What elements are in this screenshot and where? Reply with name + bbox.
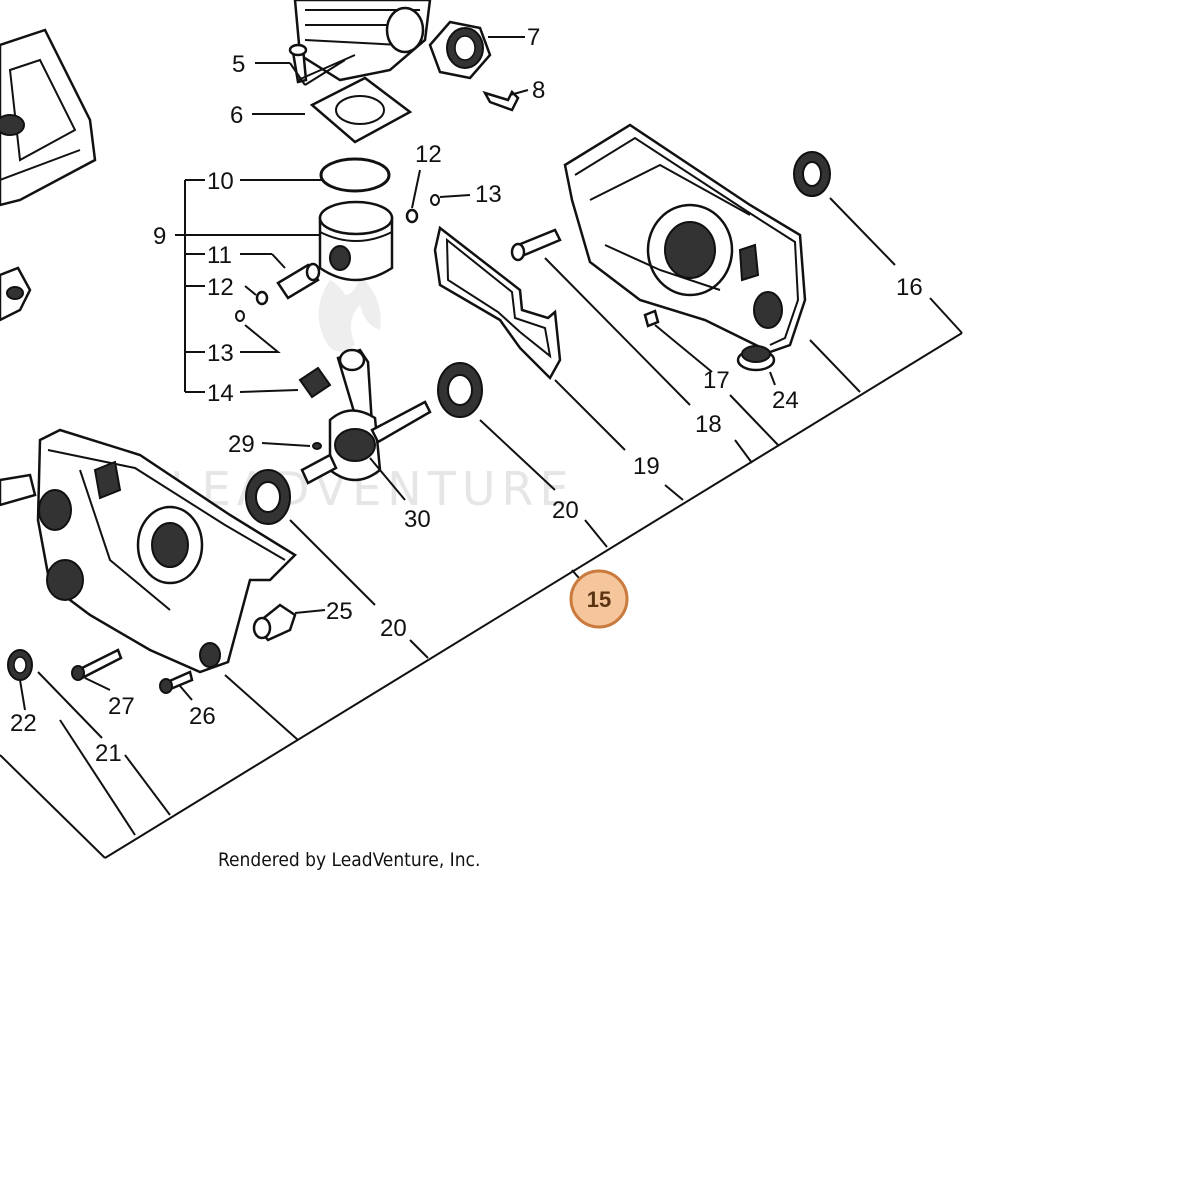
bolt-18[interactable]	[510, 228, 562, 262]
label-part-12-lower[interactable]: 12	[207, 274, 234, 301]
label-part-18[interactable]: 18	[695, 411, 722, 438]
piston-pin[interactable]	[276, 262, 321, 300]
label-part-7[interactable]: 7	[527, 24, 540, 51]
left-edge-part-3[interactable]	[0, 473, 37, 507]
label-part-19[interactable]: 19	[633, 453, 660, 480]
oil-seal-16[interactable]	[793, 151, 831, 197]
label-part-26[interactable]: 26	[189, 703, 216, 730]
label-part-9[interactable]: 9	[153, 223, 166, 250]
label-part-8[interactable]: 8	[532, 77, 545, 104]
label-part-14[interactable]: 14	[207, 380, 234, 407]
label-part-11[interactable]: 11	[207, 242, 232, 269]
ring-13-lower[interactable]	[235, 310, 245, 322]
label-part-29[interactable]: 29	[228, 431, 255, 458]
circlip-12-upper[interactable]	[405, 208, 419, 224]
highlight-circle[interactable]	[569, 569, 629, 629]
label-part-5[interactable]: 5	[232, 51, 245, 78]
ring-13-upper[interactable]	[430, 194, 440, 206]
label-part-21[interactable]: 21	[95, 740, 122, 767]
cylinder-gasket[interactable]	[309, 76, 413, 144]
screw-8[interactable]	[482, 89, 520, 112]
label-part-27[interactable]: 27	[108, 693, 135, 720]
label-part-13-upper[interactable]: 13	[475, 181, 502, 208]
cylinder-housing-left[interactable]	[0, 28, 97, 207]
leader-lines	[0, 36, 963, 859]
piston-ring[interactable]	[319, 157, 391, 193]
left-edge-part-2[interactable]	[0, 266, 32, 322]
crankcase-left-half[interactable]	[36, 428, 298, 674]
crankcase-right-half[interactable]	[563, 123, 807, 354]
bearing-20-upper[interactable]	[437, 362, 483, 418]
screw-27[interactable]	[71, 648, 123, 681]
label-part-20-upper[interactable]: 20	[552, 497, 579, 524]
flame-logo-watermark	[318, 275, 381, 352]
bearing-20-lower[interactable]	[245, 469, 291, 525]
label-part-12-upper[interactable]: 12	[415, 141, 442, 168]
highlight-part-15[interactable]: 15	[569, 569, 629, 629]
crankcase-gasket[interactable]	[433, 225, 562, 381]
label-part-30[interactable]: 30	[404, 506, 431, 533]
circlip-12-lower[interactable]	[255, 290, 269, 306]
label-part-16[interactable]: 16	[896, 274, 923, 301]
screw-26[interactable]	[159, 670, 194, 694]
elbow-fitting-25[interactable]	[252, 603, 297, 642]
label-part-25[interactable]: 25	[326, 598, 353, 625]
label-part-24[interactable]: 24	[772, 387, 799, 414]
intake-flange[interactable]	[428, 20, 492, 80]
needle-bearing[interactable]	[298, 366, 332, 399]
label-part-6[interactable]: 6	[230, 102, 243, 129]
label-part-22[interactable]: 22	[10, 710, 37, 737]
part-labels: 5 6 7 8 9 10 11 12 12 13 13 14 16 17 18 …	[10, 24, 923, 767]
oil-seal-22[interactable]	[7, 649, 33, 681]
cylinder[interactable]	[293, 0, 432, 82]
crankshaft[interactable]	[300, 348, 432, 485]
label-part-13-lower[interactable]: 13	[207, 340, 234, 367]
piston[interactable]	[318, 200, 394, 282]
label-part-20-lower[interactable]: 20	[380, 615, 407, 642]
label-part-10[interactable]: 10	[207, 168, 234, 195]
label-part-15[interactable]: 15	[587, 587, 611, 612]
plug-24[interactable]	[736, 345, 776, 372]
pin-17[interactable]	[643, 309, 660, 328]
render-credit: Rendered by LeadVenture, Inc.	[218, 849, 480, 871]
label-part-17[interactable]: 17	[703, 367, 730, 394]
screw-5[interactable]	[288, 43, 308, 84]
woodruff-key[interactable]	[312, 442, 322, 450]
